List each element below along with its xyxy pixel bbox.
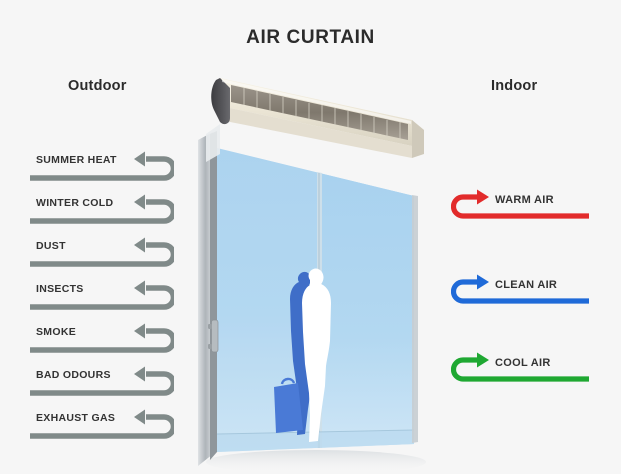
indoor-flow-label: WARM AIR — [495, 194, 554, 206]
glass-sheen — [217, 148, 319, 452]
u-turn-left-arrow-icon — [30, 237, 174, 267]
outdoor-flow-item: SUMMER HEAT — [28, 148, 174, 188]
heading-indoor: Indoor — [491, 78, 538, 94]
outdoor-flow-item: EXHAUST GAS — [28, 406, 174, 446]
person-figure — [302, 268, 331, 442]
shopping-bag — [274, 383, 303, 433]
indoor-flow-label: COOL AIR — [495, 357, 551, 369]
floor-shadow — [206, 450, 426, 472]
outdoor-flow-item: INSECTS — [28, 277, 174, 317]
u-turn-left-arrow-icon — [30, 409, 174, 439]
u-turn-right-arrow-icon — [451, 352, 589, 382]
person-silhouette — [274, 268, 331, 442]
door-frame-left-outer — [198, 132, 213, 466]
u-turn-right-arrow-icon — [451, 274, 589, 304]
sliding-glass-door-with-air-curtain — [186, 62, 434, 472]
outdoor-flow-label: EXHAUST GAS — [36, 412, 116, 424]
outdoor-flow-label: BAD ODOURS — [36, 369, 111, 381]
door-frame-right — [412, 195, 418, 443]
unit-end-cap — [211, 78, 230, 125]
u-turn-right-arrow-icon — [451, 189, 589, 219]
u-turn-left-arrow-icon — [30, 366, 174, 396]
unit-highlight — [222, 79, 411, 124]
u-turn-left-arrow-icon — [30, 323, 174, 353]
outdoor-flow-label: INSECTS — [36, 283, 84, 295]
indoor-flow-item: COOL AIR — [451, 349, 591, 389]
u-turn-left-arrow-icon — [30, 151, 174, 181]
outdoor-flow-label: WINTER COLD — [36, 197, 114, 209]
door-header-lintel — [206, 124, 220, 162]
outdoor-flow-item: SMOKE — [28, 320, 174, 360]
outdoor-flow-label: SMOKE — [36, 326, 77, 338]
outdoor-flow-item: WINTER COLD — [28, 191, 174, 231]
air-curtain-unit — [211, 78, 424, 158]
outdoor-flow-list: SUMMER HEAT WINTER COLD DUST INSECTS — [28, 148, 178, 439]
outdoor-flow-label: SUMMER HEAT — [36, 154, 117, 166]
indoor-flow-item: WARM AIR — [451, 186, 591, 226]
outdoor-flow-item: DUST — [28, 234, 174, 274]
heading-outdoor: Outdoor — [68, 78, 127, 94]
bag-handle — [280, 377, 296, 385]
door-frame-left-edge — [210, 131, 217, 460]
unit-bottom-skirt — [220, 106, 412, 158]
u-turn-left-arrow-icon — [30, 280, 174, 310]
page-title: AIR CURTAIN — [246, 27, 375, 48]
u-turn-left-arrow-icon — [30, 194, 174, 224]
outdoor-flow-label: DUST — [36, 240, 66, 252]
unit-right-cap — [412, 120, 424, 158]
outdoor-flow-item: BAD ODOURS — [28, 363, 174, 403]
indoor-flow-item: CLEAN AIR — [451, 271, 591, 311]
indoor-flow-list: WARM AIR CLEAN AIR COOL AIR — [451, 186, 596, 396]
unit-grille — [231, 85, 408, 140]
unit-grille-louvres — [243, 88, 401, 139]
indoor-flow-label: CLEAN AIR — [495, 279, 558, 291]
door-handle[interactable] — [208, 319, 219, 353]
door-glass-pane-right — [319, 173, 414, 448]
